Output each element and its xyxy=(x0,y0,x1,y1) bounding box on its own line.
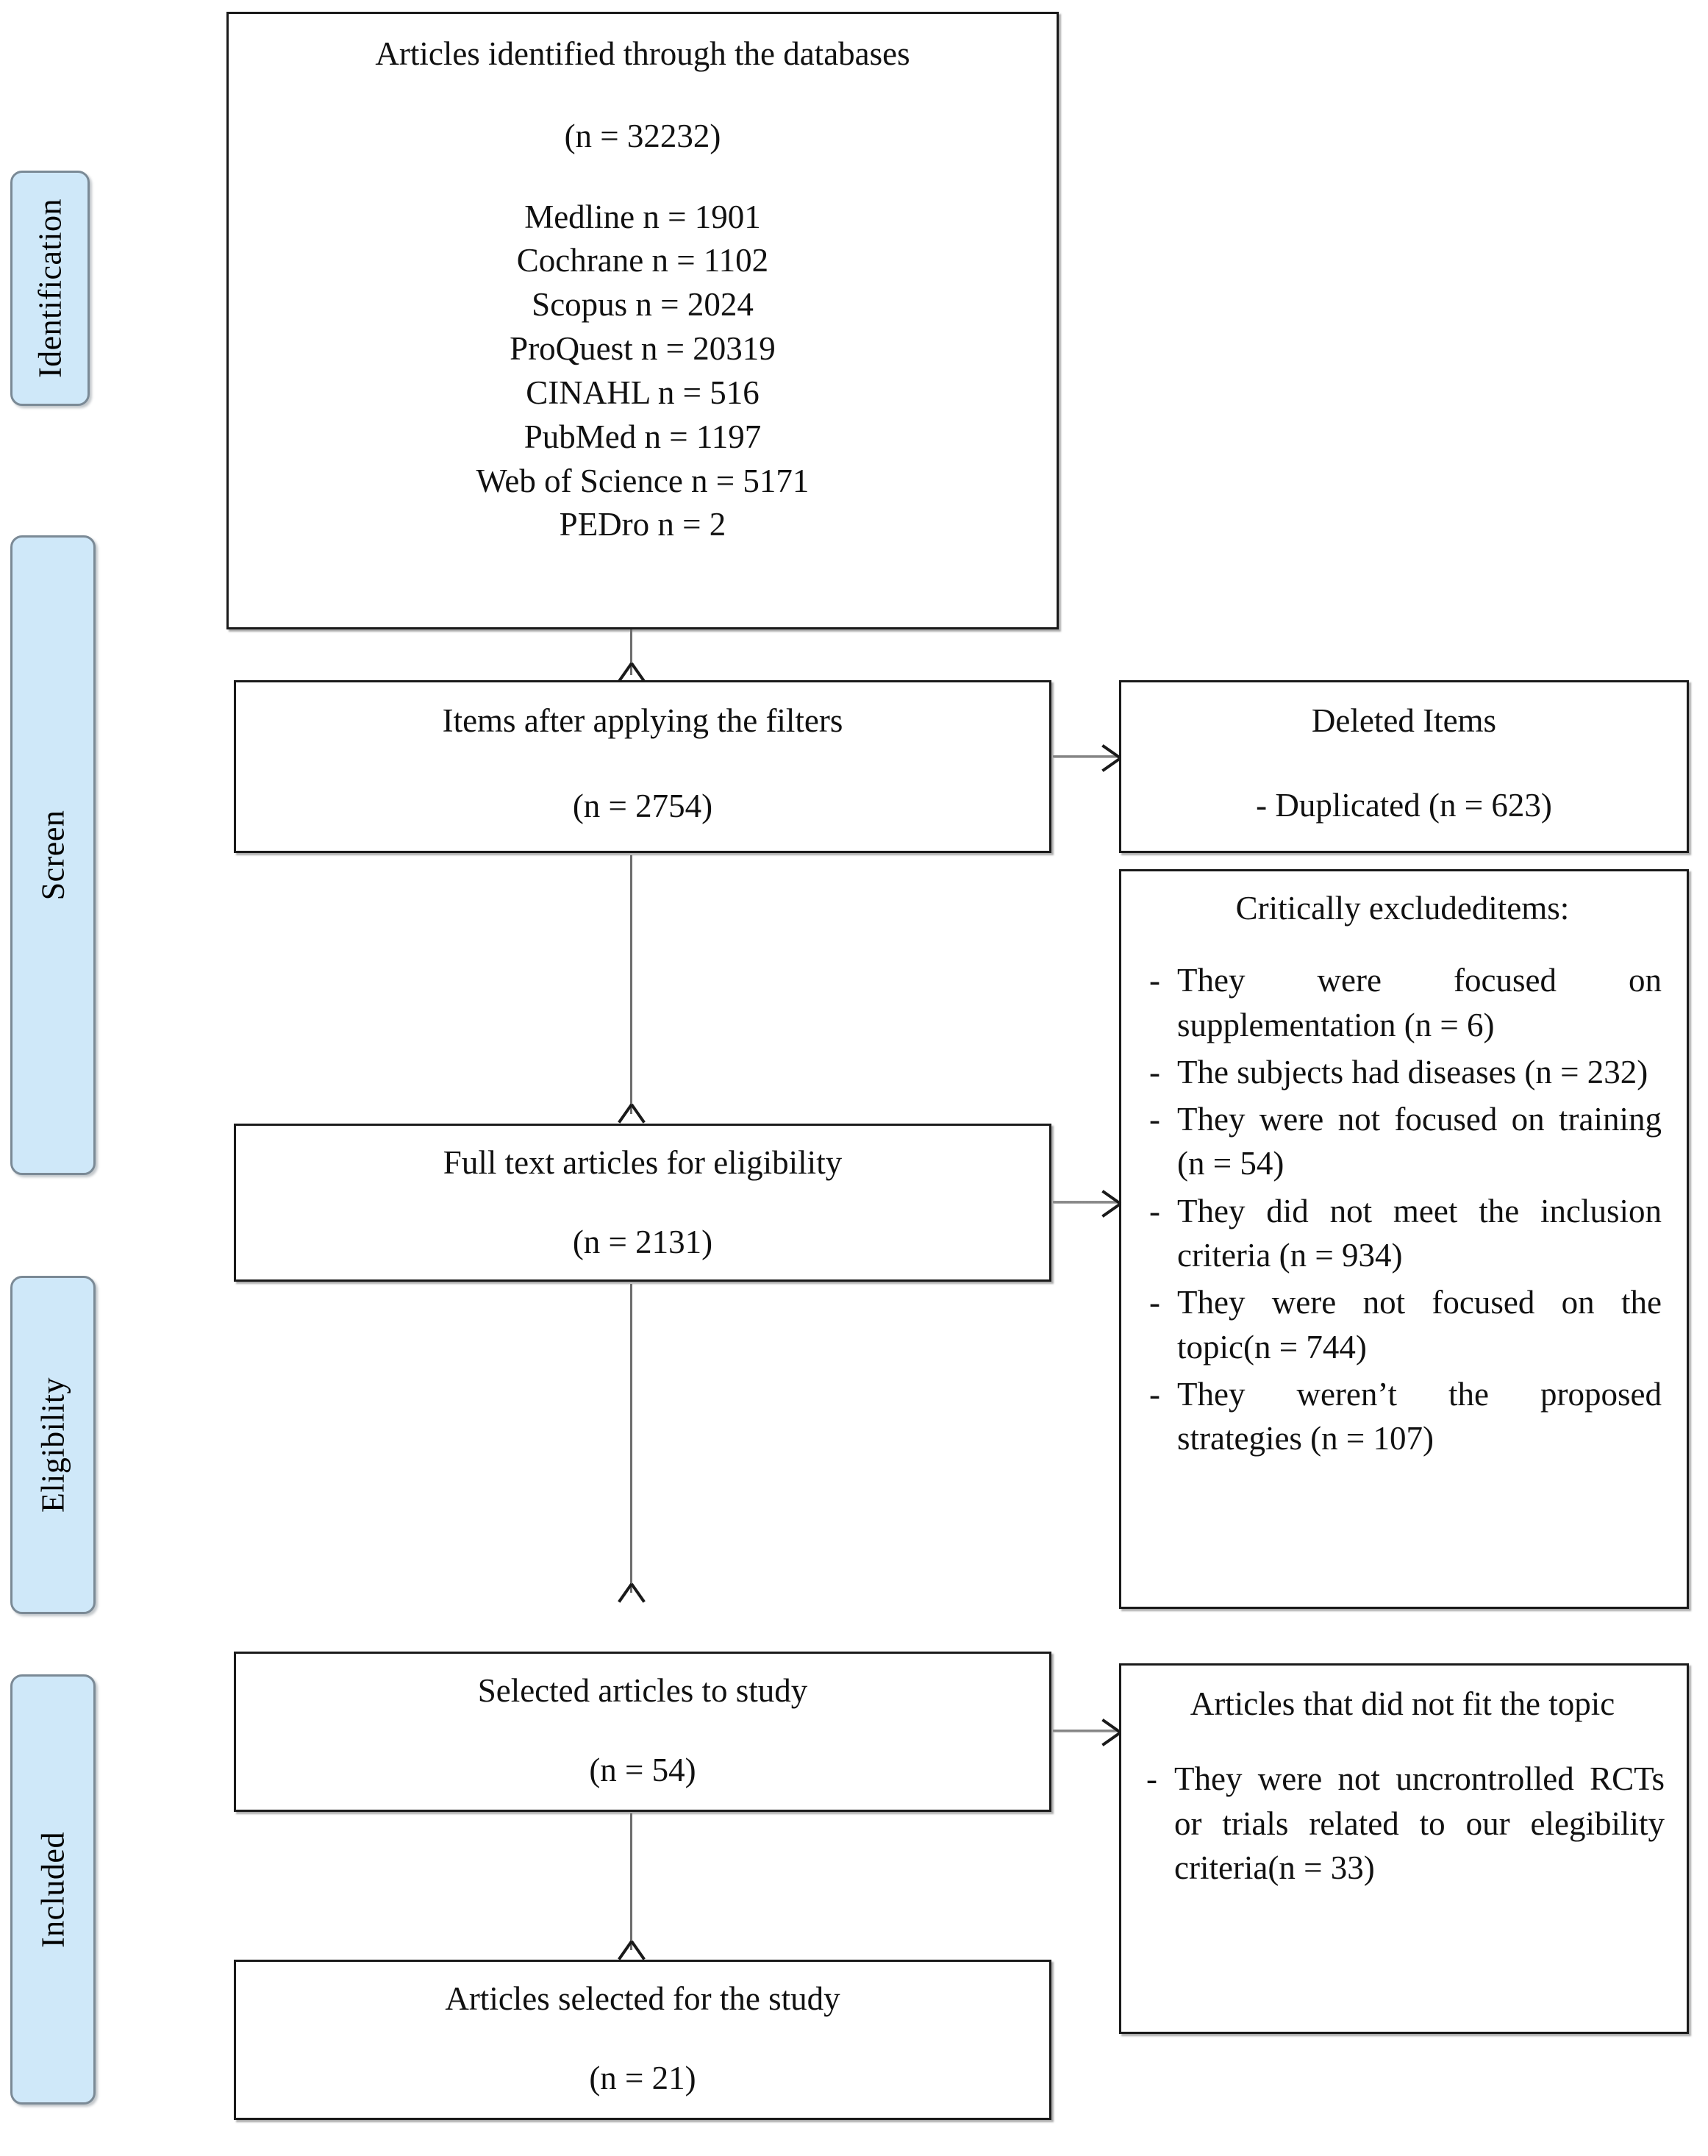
not-fit-list: They were not uncrontrolled RCTs or tria… xyxy=(1140,1757,1665,1893)
final-count: (n = 21) xyxy=(589,2060,696,2097)
full-text-count: (n = 2131) xyxy=(572,1224,713,1261)
identified-source-item: Cochrane n = 1102 xyxy=(516,242,769,279)
stage-label-screen: Screen xyxy=(35,810,71,901)
stage-pill-included: Included xyxy=(10,1674,96,2105)
stage-pill-eligibility: Eligibility xyxy=(10,1276,96,1614)
box-articles-identified: Articles identified through the database… xyxy=(226,12,1059,629)
identified-count: (n = 32232) xyxy=(564,118,721,155)
box-articles-not-fit: Articles that did not fit the topic They… xyxy=(1119,1663,1689,2034)
identified-source-item: PubMed n = 1197 xyxy=(524,418,762,455)
box-critically-excluded: Critically excludeditems: They were focu… xyxy=(1119,869,1689,1609)
not-fit-item: They were not uncrontrolled RCTs or tria… xyxy=(1140,1757,1665,1890)
critically-excluded-item: They were focused on supplementation (n … xyxy=(1143,958,1662,1047)
critically-excluded-item: They did not meet the inclusion criteria… xyxy=(1143,1189,1662,1278)
selected-count: (n = 54) xyxy=(589,1752,696,1789)
stage-label-eligibility: Eligibility xyxy=(35,1377,71,1513)
critically-excluded-item-text: They were not focused on the topic(n = 7… xyxy=(1177,1284,1662,1366)
not-fit-title: Articles that did not fit the topic xyxy=(1190,1685,1615,1722)
stage-pill-screen: Screen xyxy=(10,535,96,1175)
deleted-title: Deleted Items xyxy=(1311,702,1497,739)
full-text-title: Full text articles for eligibility xyxy=(443,1144,843,1181)
final-title: Articles selected for the study xyxy=(445,1980,840,2017)
critically-excluded-item-text: They were focused on supplementation (n … xyxy=(1177,962,1662,1043)
identified-source-list: Medline n = 1901 Cochrane n = 1102 Scopu… xyxy=(476,196,810,548)
stage-label-included: Included xyxy=(35,1831,71,1948)
critically-excluded-item-text: They weren’t the proposed strategies (n … xyxy=(1177,1375,1662,1457)
box-selected-articles: Selected articles to study (n = 54) xyxy=(234,1652,1051,1812)
selected-title: Selected articles to study xyxy=(477,1672,808,1709)
critically-excluded-item-text: They were not focused on training (n = 5… xyxy=(1177,1101,1662,1182)
deleted-item: - Duplicated (n = 623) xyxy=(1256,787,1552,824)
box-full-text-articles: Full text articles for eligibility (n = … xyxy=(234,1124,1051,1282)
filtered-title: Items after applying the filters xyxy=(442,702,843,739)
identified-source-item: Web of Science n = 5171 xyxy=(476,462,810,499)
identified-source-item: ProQuest n = 20319 xyxy=(510,330,776,368)
box-items-after-filters: Items after applying the filters (n = 27… xyxy=(234,680,1051,853)
critically-excluded-list: They were focused on supplementation (n … xyxy=(1143,958,1662,1463)
critically-excluded-item: They were not focused on the topic(n = 7… xyxy=(1143,1280,1662,1369)
stage-label-identification: Identification xyxy=(32,198,68,379)
stage-pill-identification: Identification xyxy=(10,171,90,406)
box-deleted-items: Deleted Items - Duplicated (n = 623) xyxy=(1119,680,1689,853)
identified-source-item: CINAHL n = 516 xyxy=(526,374,760,411)
critically-excluded-item-text: They did not meet the inclusion criteria… xyxy=(1177,1192,1662,1274)
critically-excluded-item: The subjects had diseases (n = 232) xyxy=(1143,1050,1662,1095)
box-final-articles: Articles selected for the study (n = 21) xyxy=(234,1960,1051,2120)
filtered-count: (n = 2754) xyxy=(572,788,713,825)
identified-title: Articles identified through the database… xyxy=(375,35,910,72)
identified-source-item: Medline n = 1901 xyxy=(524,198,761,235)
critically-excluded-item-text: The subjects had diseases (n = 232) xyxy=(1177,1053,1648,1091)
identified-source-item: Scopus n = 2024 xyxy=(532,286,754,324)
critically-excluded-title: Critically excludeditems: xyxy=(1235,890,1570,927)
identified-source-item: PEDro n = 2 xyxy=(559,506,726,543)
not-fit-item-text: They were not uncrontrolled RCTs or tria… xyxy=(1174,1760,1665,1886)
critically-excluded-item: They were not focused on training (n = 5… xyxy=(1143,1097,1662,1186)
critically-excluded-item: They weren’t the proposed strategies (n … xyxy=(1143,1372,1662,1461)
